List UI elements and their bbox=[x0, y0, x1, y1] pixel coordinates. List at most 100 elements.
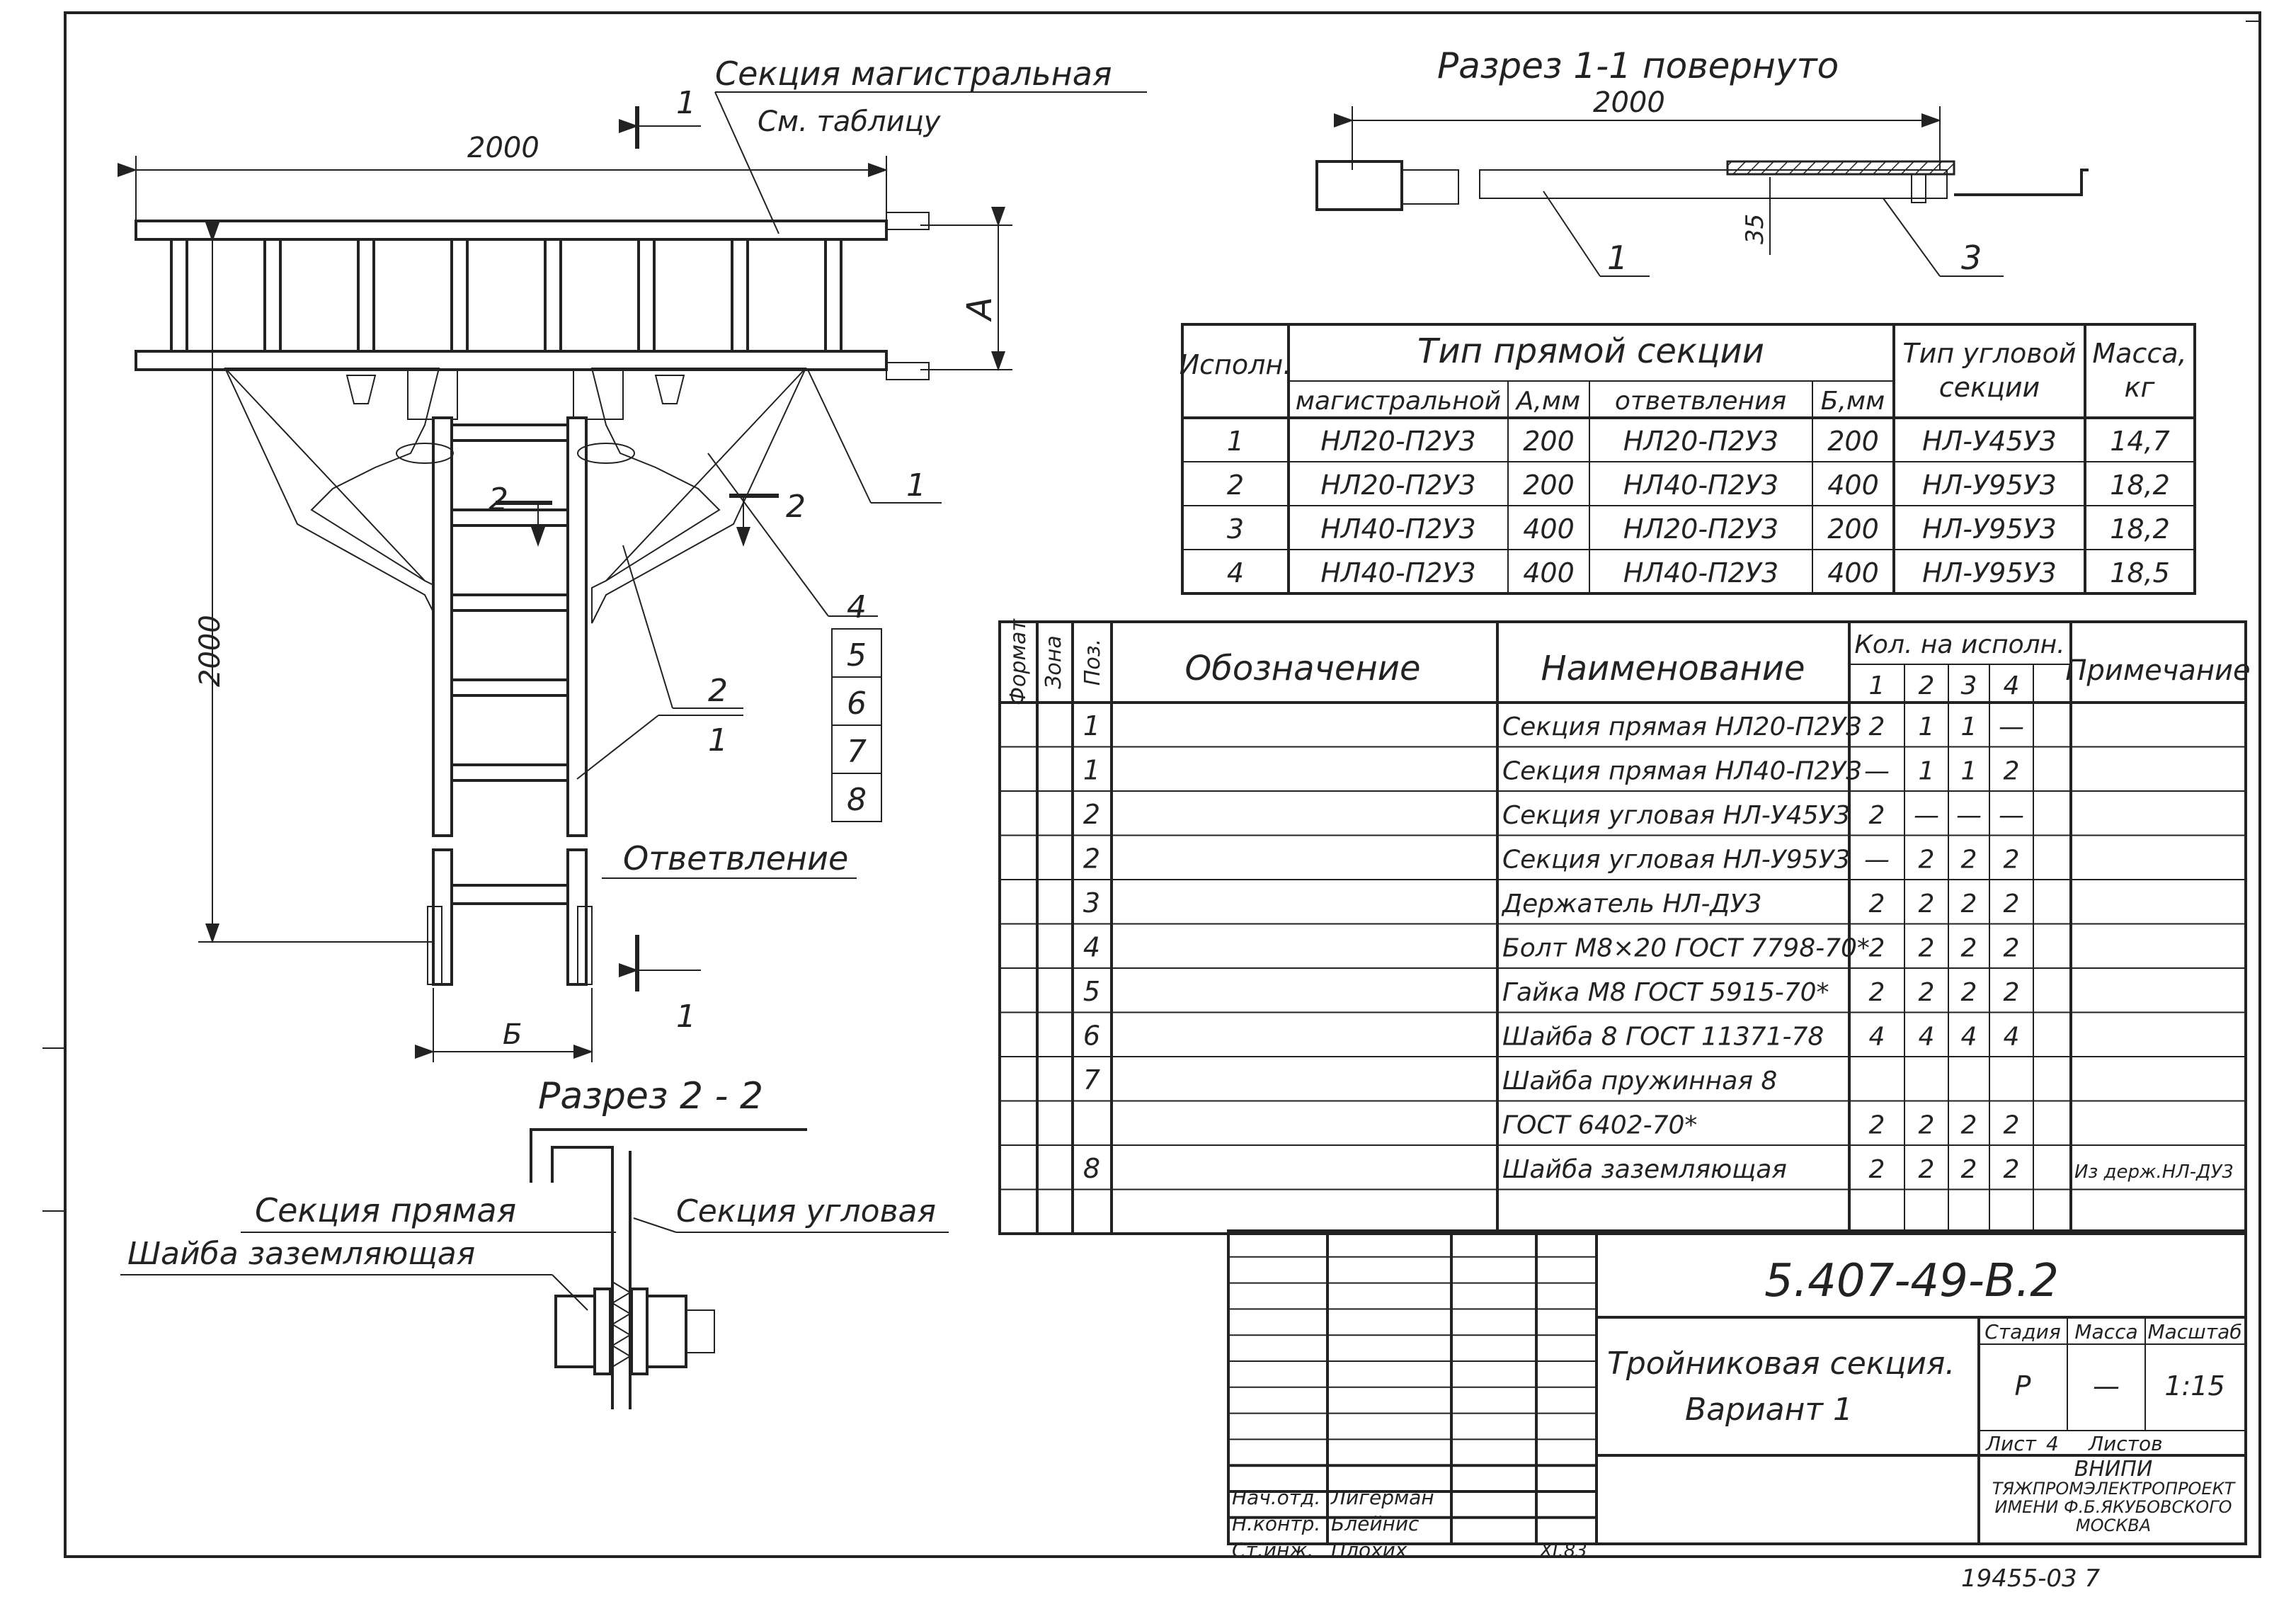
variants-header-corner: секции bbox=[1939, 372, 2040, 403]
callout-2: 2 bbox=[708, 673, 728, 709]
variants-cell: 3 bbox=[1227, 513, 1244, 545]
variants-cell: НЛ20-П2У3 bbox=[1623, 426, 1778, 457]
dim-2000-top: 2000 bbox=[467, 132, 539, 164]
spec-cell-pos: 5 bbox=[1083, 976, 1100, 1007]
variants-cell: 2 bbox=[1227, 470, 1244, 501]
section11-dim-35: 35 bbox=[1741, 214, 1769, 244]
variants-cell: 18,2 bbox=[2110, 513, 2170, 545]
spec-cell-qty: 2 bbox=[1961, 934, 1977, 963]
dim-a: А bbox=[960, 297, 1000, 322]
variants-cell: 18,5 bbox=[2110, 557, 2170, 589]
title-org-line: МОСКВА bbox=[2076, 1516, 2151, 1535]
spec-cell-qty: 2 bbox=[2004, 1155, 2020, 1184]
title-stage-label: Стадия bbox=[1984, 1320, 2060, 1343]
spec-cell-name: Шайба пружинная 8 bbox=[1502, 1067, 1777, 1096]
title-mass-label: Масса bbox=[2074, 1320, 2137, 1343]
spec-cell-qty: 2 bbox=[1961, 978, 1977, 1007]
variants-cell: 18,2 bbox=[2110, 470, 2170, 501]
spec-cell-qty: 2 bbox=[2004, 846, 2020, 875]
variants-cell: 14,7 bbox=[2110, 426, 2170, 457]
cut-mark-1: 1 bbox=[676, 85, 696, 121]
spec-cell-qty: — bbox=[1999, 801, 2024, 830]
variants-cell: 1 bbox=[1227, 426, 1244, 457]
spec-header-qty-col: 2 bbox=[1919, 671, 1935, 700]
spec-cell-qty: 2 bbox=[2004, 934, 2020, 963]
spec-cell-qty: 2 bbox=[2004, 1111, 2020, 1140]
spec-header-qty-col: 3 bbox=[1961, 671, 1977, 700]
variants-cell: НЛ-У45У3 bbox=[1922, 426, 2057, 457]
spec-cell-name: Секция угловая НЛ-У45У3 bbox=[1502, 801, 1850, 830]
variants-cell: НЛ20-П2У3 bbox=[1320, 426, 1475, 457]
callout-stack-item: 7 bbox=[847, 734, 867, 770]
spec-cell-qty: 2 bbox=[1919, 890, 1935, 919]
spec-cell-pos: 7 bbox=[1083, 1064, 1100, 1096]
spec-cell-pos: 6 bbox=[1083, 1021, 1100, 1052]
variants-cell: НЛ40-П2У3 bbox=[1320, 557, 1475, 589]
spec-header-name: Наименование bbox=[1541, 649, 1805, 688]
spec-cell-qty: — bbox=[1956, 801, 1982, 830]
title-scale-label: Масштаб bbox=[2147, 1320, 2241, 1343]
spec-cell-qty: 1 bbox=[1961, 757, 1977, 786]
title-person-name: Лигерман bbox=[1330, 1486, 1434, 1509]
spec-cell-qty: 2 bbox=[1869, 712, 1885, 741]
title-sheet-no: 4 bbox=[2046, 1432, 2059, 1455]
section-2-2: Разрез 2 - 2 Секция прямая Секция углова… bbox=[120, 1075, 949, 1409]
spec-cell-pos: 1 bbox=[1083, 710, 1100, 741]
spec-header-format: Формат bbox=[1006, 618, 1031, 705]
spec-cell-pos: 2 bbox=[1083, 799, 1100, 830]
title-scale: 1:15 bbox=[2164, 1370, 2224, 1402]
title-sheet-label: Лист bbox=[1985, 1432, 2037, 1455]
variants-header-ispoln: Исполн. bbox=[1180, 349, 1292, 380]
spec-cell-qty: 2 bbox=[1961, 1111, 1977, 1140]
variants-header-main: магистральной bbox=[1296, 387, 1501, 416]
spec-cell-qty: 1 bbox=[1919, 712, 1935, 741]
spec-cell-qty: 4 bbox=[2004, 1023, 2020, 1052]
title-person-role: Н.контр. bbox=[1232, 1512, 1320, 1535]
spec-cell-qty: 2 bbox=[1961, 890, 1977, 919]
spec-cell-qty: 2 bbox=[1919, 978, 1935, 1007]
spec-cell-qty: — bbox=[1864, 757, 1890, 786]
title-sheets-label: Листов bbox=[2088, 1432, 2163, 1455]
title-person-date: XI.83 bbox=[1538, 1540, 1587, 1562]
spec-cell-qty: 2 bbox=[1919, 1155, 1935, 1184]
variants-cell: 400 bbox=[1827, 557, 1879, 589]
section22-title: Разрез 2 - 2 bbox=[538, 1075, 763, 1118]
spec-cell-qty: — bbox=[1999, 712, 2024, 741]
spec-cell-note: Из держ.НЛ-ДУ3 bbox=[2074, 1161, 2234, 1183]
variants-header-b: Б,мм bbox=[1821, 387, 1885, 416]
spec-cell-name: Секция прямая НЛ40-П2У3 bbox=[1502, 757, 1862, 786]
spec-header-note: Примечание bbox=[2065, 654, 2250, 687]
callout-1-branch: 1 bbox=[708, 722, 728, 758]
spec-cell-pos: 8 bbox=[1083, 1153, 1100, 1184]
section22-corner: Секция угловая bbox=[676, 1193, 936, 1229]
spec-header-zone: Зона bbox=[1041, 635, 1066, 689]
title-person-role: Нач.отд. bbox=[1232, 1486, 1320, 1509]
spec-cell-name: Шайба заземляющая bbox=[1502, 1155, 1787, 1184]
spec-cell-qty: 4 bbox=[1919, 1023, 1935, 1052]
title-stage: Р bbox=[2015, 1370, 2031, 1402]
spec-cell-pos: 3 bbox=[1083, 887, 1100, 919]
cut-2-left: 2 bbox=[489, 482, 508, 518]
callout-stack-item: 4 bbox=[847, 589, 867, 625]
spec-header-qty-col: 4 bbox=[2004, 671, 2020, 700]
section11-pos1: 1 bbox=[1607, 239, 1628, 277]
dim-b: Б bbox=[503, 1018, 522, 1051]
variants-header-a: А,мм bbox=[1515, 387, 1580, 416]
spec-cell-qty: 2 bbox=[1961, 846, 1977, 875]
footer-number: 19455-03 7 bbox=[1961, 1564, 2100, 1593]
spec-cell-qty: 2 bbox=[1961, 1155, 1977, 1184]
spec-cell-qty: 2 bbox=[1919, 1111, 1935, 1140]
spec-header-designation: Обозначение bbox=[1184, 649, 1420, 688]
spec-header-qty-col: 1 bbox=[1869, 671, 1885, 700]
variants-header-branch: ответвления bbox=[1615, 387, 1786, 416]
spec-cell-pos: 1 bbox=[1083, 755, 1100, 786]
title-org-line: ТЯЖПРОМЭЛЕКТРОПРОЕКТ bbox=[1992, 1479, 2237, 1499]
variants-cell: 200 bbox=[1523, 426, 1575, 457]
title-person-name: Плохих bbox=[1331, 1538, 1407, 1562]
spec-cell-name: Болт М8×20 ГОСТ 7798-70* bbox=[1502, 934, 1870, 963]
callout-stack-item: 8 bbox=[847, 782, 867, 818]
spec-cell-qty: 1 bbox=[1919, 757, 1935, 786]
variants-cell: НЛ40-П2У3 bbox=[1320, 513, 1475, 545]
spec-cell-qty: 2 bbox=[2004, 890, 2020, 919]
